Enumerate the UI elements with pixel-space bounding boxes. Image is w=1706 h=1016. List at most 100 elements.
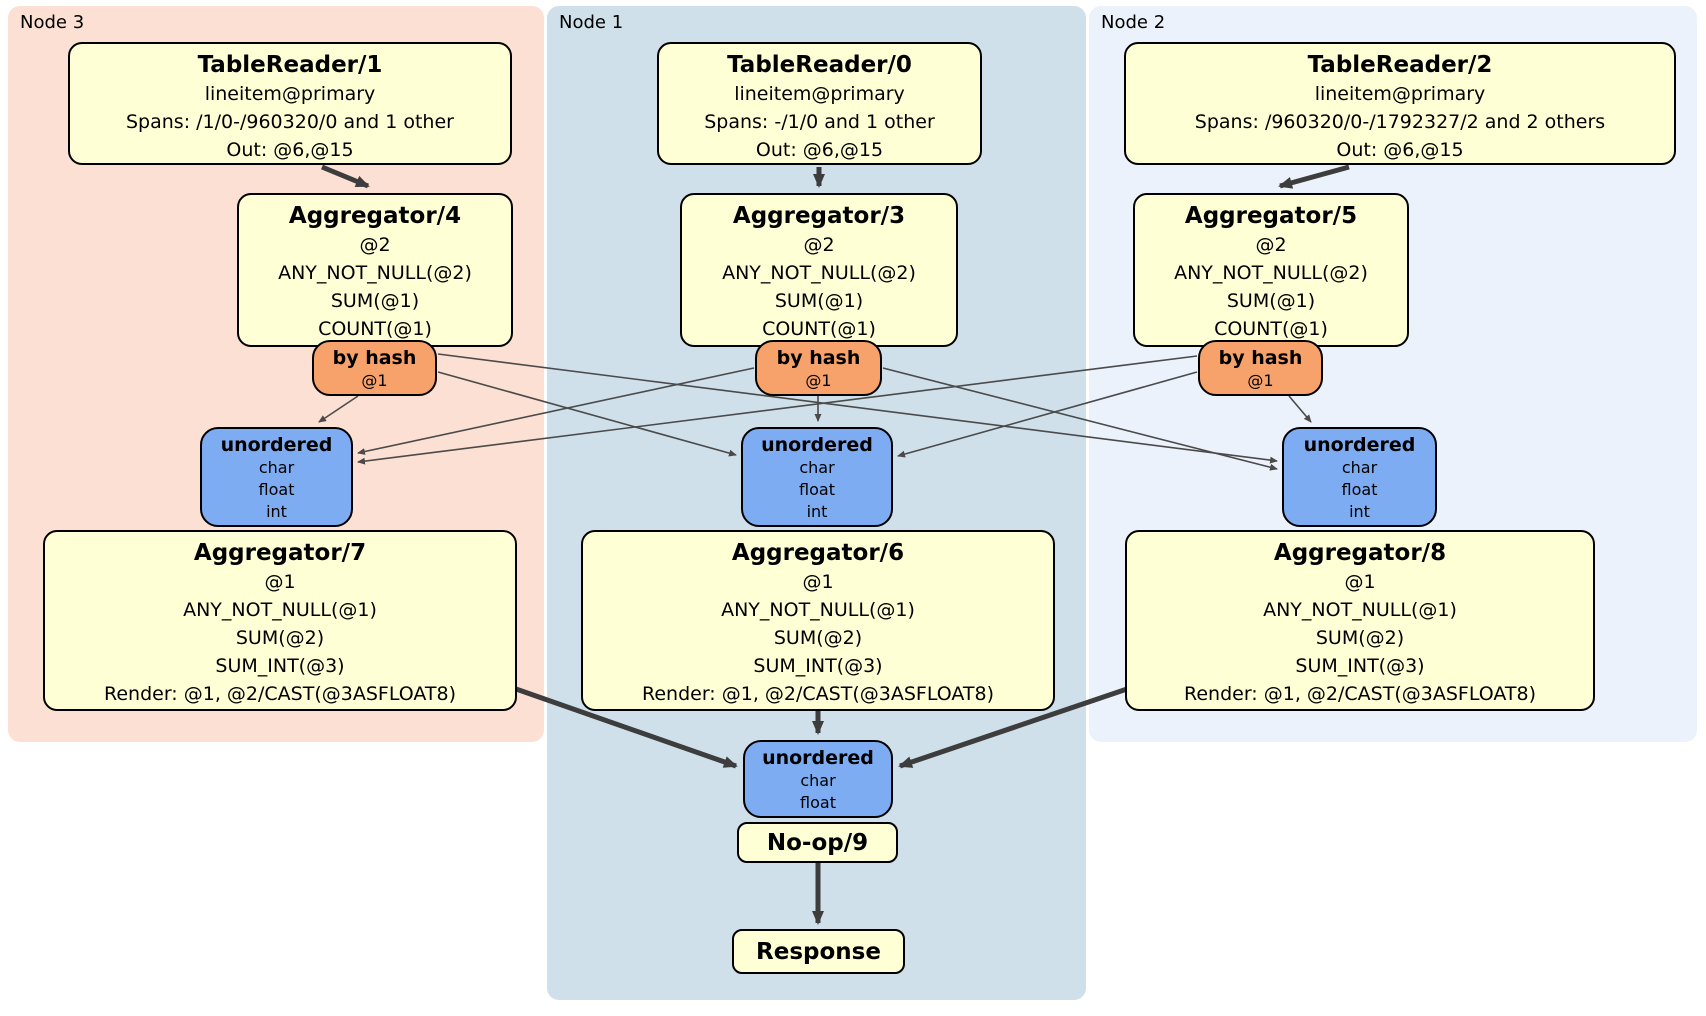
- group-label-node1: Node 1: [559, 12, 624, 33]
- box-line: Out: @6,@15: [755, 139, 884, 161]
- box-line: ANY_NOT_NULL(@2): [278, 262, 472, 284]
- box-noop-9: No-op/9: [737, 822, 898, 863]
- box-line: SUM(@2): [235, 627, 325, 649]
- box-title: No-op/9: [766, 829, 869, 856]
- edge-hash1-uno2: [882, 367, 1278, 471]
- box-title: Aggregator/4: [288, 203, 462, 229]
- box-title: Aggregator/7: [193, 540, 367, 566]
- sync-title: unordered: [761, 434, 873, 456]
- box-line: SUM(@1): [774, 290, 864, 312]
- box-title: Aggregator/5: [1184, 203, 1358, 229]
- group-label-node3: Node 3: [20, 12, 85, 33]
- box-line: Spans: /1/0-/960320/0 and 1 other: [126, 111, 454, 133]
- box-title: Aggregator/6: [731, 540, 905, 566]
- edge-tablereader2-aggregator5: [1278, 164, 1350, 189]
- edge-hash3-uno3: [318, 395, 359, 423]
- box-line: Spans: /960320/0-/1792327/2 and 2 others: [1194, 111, 1606, 133]
- box-line: lineitem@primary: [1314, 83, 1486, 105]
- box-line: ANY_NOT_NULL(@1): [183, 599, 377, 621]
- sync-title: unordered: [220, 434, 333, 456]
- router-by-hash-node1: by hash @1: [755, 340, 882, 396]
- edge-tablereader1-aggregator4: [321, 164, 370, 189]
- box-line: float: [1341, 480, 1378, 499]
- router-title: by hash: [1218, 347, 1303, 369]
- sync-lines: char float int: [1284, 457, 1435, 523]
- edge-hash2-uno2: [1288, 395, 1312, 423]
- router-lines: @1: [314, 370, 435, 392]
- box-line: Out: @6,@15: [226, 139, 354, 161]
- box-line: ANY_NOT_NULL(@2): [1174, 262, 1368, 284]
- box-line: SUM(@2): [773, 627, 863, 649]
- edge-hash2-uno1: [897, 371, 1198, 458]
- box-response: Response: [732, 929, 905, 974]
- box-line: Out: @6,@15: [1336, 139, 1464, 161]
- box-line: ANY_NOT_NULL(@2): [722, 262, 916, 284]
- box-line: lineitem@primary: [204, 83, 376, 105]
- box-title: Aggregator/8: [1273, 540, 1447, 566]
- edge-hash3-uno1: [437, 371, 737, 457]
- box-line: COUNT(@1): [762, 318, 876, 340]
- box-line: Render: @1, @2/CAST(@3ASFLOAT8): [104, 683, 456, 705]
- box-line: @1: [1247, 371, 1274, 390]
- box-line: int: [1349, 502, 1370, 521]
- router-lines: @1: [757, 370, 880, 392]
- box-line: Render: @1, @2/CAST(@3ASFLOAT8): [1184, 683, 1536, 705]
- box-line: @1: [264, 571, 296, 593]
- box-line: char: [258, 458, 295, 477]
- router-by-hash-node2: by hash @1: [1198, 340, 1323, 396]
- box-line: int: [266, 502, 287, 521]
- sync-title: unordered: [1303, 434, 1416, 456]
- sync-title: unordered: [762, 747, 874, 769]
- router-lines: @1: [1200, 370, 1321, 392]
- box-title: TableReader/1: [197, 52, 383, 78]
- sync-lines: char float int: [202, 457, 351, 523]
- router-by-hash-node3: by hash @1: [312, 340, 437, 396]
- box-line: @2: [803, 234, 835, 256]
- box-line: @2: [359, 234, 391, 256]
- box-line: Render: @1, @2/CAST(@3ASFLOAT8): [642, 683, 994, 705]
- edge-hash2-uno3: [357, 355, 1198, 465]
- box-line: SUM_INT(@3): [1295, 655, 1425, 677]
- box-line: SUM_INT(@3): [753, 655, 883, 677]
- router-title: by hash: [776, 347, 861, 369]
- sync-lines: char float: [745, 770, 891, 814]
- edge-hash1-uno3: [357, 367, 755, 455]
- router-title: by hash: [332, 347, 417, 369]
- box-line: char: [1341, 458, 1378, 477]
- box-line: ANY_NOT_NULL(@1): [721, 599, 915, 621]
- box-line: COUNT(@1): [318, 318, 432, 340]
- box-line: @1: [802, 571, 834, 593]
- edge-aggregator8-unordered-final: [898, 686, 1128, 769]
- box-line: float: [800, 793, 836, 812]
- sync-unordered-final: unordered char float: [743, 740, 893, 818]
- sync-unordered-node2: unordered char float int: [1282, 427, 1437, 527]
- box-line: char: [799, 458, 835, 477]
- edge-hash3-uno2: [437, 353, 1278, 464]
- box-line: @1: [1344, 571, 1376, 593]
- box-line: ANY_NOT_NULL(@1): [1263, 599, 1457, 621]
- box-line: char: [800, 771, 836, 790]
- edge-aggregator7-unordered-final: [515, 686, 738, 769]
- box-line: float: [799, 480, 835, 499]
- box-line: float: [258, 480, 295, 499]
- box-line: COUNT(@1): [1214, 318, 1328, 340]
- box-line: @1: [361, 371, 388, 390]
